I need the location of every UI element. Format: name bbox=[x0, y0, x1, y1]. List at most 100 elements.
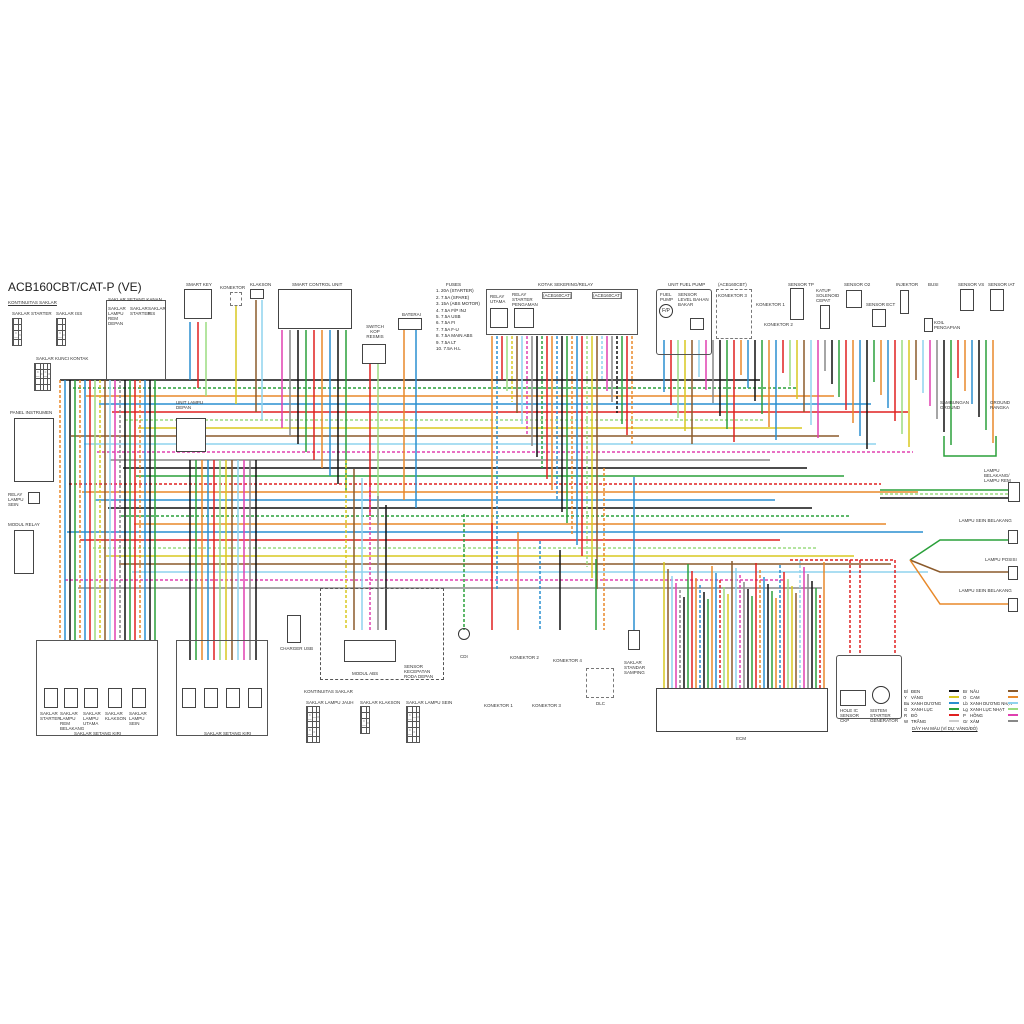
cdi-icon bbox=[458, 628, 470, 640]
saklar-sein-switch[interactable] bbox=[132, 688, 146, 708]
lampu-posisi[interactable] bbox=[1008, 566, 1018, 580]
table-saklar-starter: ○—○ bbox=[11, 318, 23, 346]
legend-swatch bbox=[1008, 708, 1018, 710]
baterai[interactable] bbox=[398, 318, 422, 330]
saklar-setang-kiri-box-2 bbox=[176, 640, 268, 736]
label-sensor-iat: SENSOR IAT bbox=[988, 282, 1015, 287]
sensor-o2[interactable] bbox=[846, 290, 862, 308]
saklar-lampu-utama-switch[interactable] bbox=[84, 688, 98, 708]
generator-box bbox=[836, 655, 902, 719]
label-busi: BUSI bbox=[928, 282, 939, 287]
smart-control-unit[interactable] bbox=[278, 289, 352, 329]
fuse-item: 8. 7.5A MAIN ABS bbox=[436, 333, 473, 339]
legend-name: TRẮNG bbox=[911, 718, 927, 724]
legend-swatch bbox=[949, 696, 959, 698]
label-acb160cat: (ACB160CAT) bbox=[542, 292, 573, 299]
smart-key[interactable] bbox=[184, 289, 212, 319]
label-kotak-sekering: KOTAK SEKERING/RELAY bbox=[538, 282, 594, 287]
label-sw-sein: SAKLAR LAMPU SEIN bbox=[129, 711, 147, 726]
label-sw-rem-belakang: SAKLAR LAMPU REM BELAKANG bbox=[60, 711, 85, 731]
saklar-2-b[interactable] bbox=[204, 688, 218, 708]
label-konektor: KONEKTOR bbox=[220, 285, 246, 290]
table-klakson: ○—○ bbox=[359, 706, 371, 734]
unit-lampu-depan[interactable] bbox=[176, 418, 206, 452]
table-kunci-kontak: ○—○○—○ bbox=[34, 363, 52, 391]
legend-swatch bbox=[949, 708, 959, 710]
sensor-ckp bbox=[840, 690, 866, 706]
modul-abs[interactable] bbox=[344, 640, 396, 662]
injektor[interactable] bbox=[900, 290, 909, 314]
saklar-2-a[interactable] bbox=[182, 688, 196, 708]
fuse-list: FUSES 1. 20A (STARTER) 2. 7.5A (SPARE) 3… bbox=[436, 282, 480, 352]
label-tbl-sein: SAKLAR LAMPU SEIN bbox=[406, 700, 453, 705]
legend-swatch bbox=[1008, 720, 1018, 722]
label-sein-belakang-kiri: LAMPU SEIN BELAKANG bbox=[958, 588, 1013, 593]
label-cdi: CDI bbox=[460, 654, 468, 659]
fuse-item: 7. 7.5A F-U bbox=[436, 326, 459, 332]
fuse-item: 1. 20A (STARTER) bbox=[436, 288, 474, 294]
legend-swatch bbox=[1008, 714, 1018, 716]
label-switch: SWITCH KOP RESMIS bbox=[366, 324, 384, 339]
label-kunci-kontak: SAKLAR KUNCI KONTAK bbox=[36, 356, 89, 361]
sensor-level bbox=[690, 318, 704, 330]
lampu-sein-belakang-kiri[interactable] bbox=[1008, 598, 1018, 612]
legend-code: Bl bbox=[904, 688, 908, 694]
wire bbox=[790, 559, 896, 655]
katup-solenoid[interactable] bbox=[820, 305, 830, 329]
ecm[interactable] bbox=[656, 688, 828, 732]
label-kontinuitas-bottom: KONTINUITAS SAKLAR bbox=[304, 689, 353, 694]
unit-fuel-pump bbox=[656, 289, 712, 355]
kotak-sekering-relay[interactable] bbox=[486, 289, 638, 335]
label-saklar-standar: SAKLAR STANDAR SAMPING bbox=[624, 660, 646, 675]
sensor-ect[interactable] bbox=[872, 309, 886, 327]
legend-code: G bbox=[904, 706, 908, 712]
lampu-sein-belakang-kanan[interactable] bbox=[1008, 530, 1018, 544]
dlc-box bbox=[586, 668, 614, 698]
legend-swatch bbox=[949, 714, 959, 716]
modul-relay[interactable] bbox=[14, 530, 34, 574]
koil-pengapian[interactable] bbox=[924, 318, 933, 332]
label-kontinuitas: KONTINUITAS SAKLAR bbox=[8, 300, 57, 305]
switch-box[interactable] bbox=[362, 344, 386, 364]
lampu-belakang[interactable] bbox=[1008, 482, 1020, 502]
saklar-2-c[interactable] bbox=[226, 688, 240, 708]
legend-name: XANH LỤC NHẠT bbox=[970, 706, 1005, 712]
charger-usb[interactable] bbox=[287, 615, 301, 643]
konektor bbox=[230, 292, 242, 306]
label-starter-r: SAKLAR STARTER bbox=[130, 306, 151, 316]
wire bbox=[943, 436, 997, 457]
label-baterai: BATERAI bbox=[402, 312, 421, 317]
relay-lampu-sein[interactable] bbox=[28, 492, 40, 504]
sensor-vs[interactable] bbox=[960, 289, 974, 311]
saklar-rem-belakang-switch[interactable] bbox=[64, 688, 78, 708]
legend-code: Y bbox=[904, 694, 907, 700]
label-relay-utama: RELAY UTAMA bbox=[490, 294, 506, 304]
legend-code: Bu bbox=[904, 700, 910, 706]
saklar-2-d[interactable] bbox=[248, 688, 262, 708]
klakson[interactable] bbox=[250, 289, 264, 299]
legend-name: XANH DƯƠNG bbox=[911, 700, 942, 706]
label-setang-kanan: SAKLAR SETANG KANAN bbox=[108, 297, 162, 302]
saklar-starter-switch[interactable] bbox=[44, 688, 58, 708]
label-charger-usb: CHARGER USB bbox=[280, 646, 314, 651]
sensor-iat[interactable] bbox=[990, 289, 1004, 311]
sensor-tp[interactable] bbox=[790, 288, 804, 320]
label-konektor-1b: KONEKTOR 1 bbox=[484, 703, 513, 708]
saklar-klakson-switch[interactable] bbox=[108, 688, 122, 708]
label-lampu-belakang: LAMPU BELAKANG/ LAMPU REM bbox=[984, 468, 1011, 483]
fuse-item: 4. 7.5A F/P INJ bbox=[436, 307, 467, 313]
legend-code: W bbox=[904, 718, 909, 724]
legend-swatch bbox=[949, 702, 959, 704]
saklar-standar[interactable] bbox=[628, 630, 640, 650]
panel-instrumen[interactable] bbox=[14, 418, 54, 482]
label-lampu-posisi: LAMPU POSISI bbox=[984, 557, 1018, 562]
legend-swatch bbox=[1008, 696, 1018, 698]
legend-code: R bbox=[904, 712, 908, 718]
legend-name: XANH DƯƠNG NHẠT bbox=[970, 700, 1013, 706]
